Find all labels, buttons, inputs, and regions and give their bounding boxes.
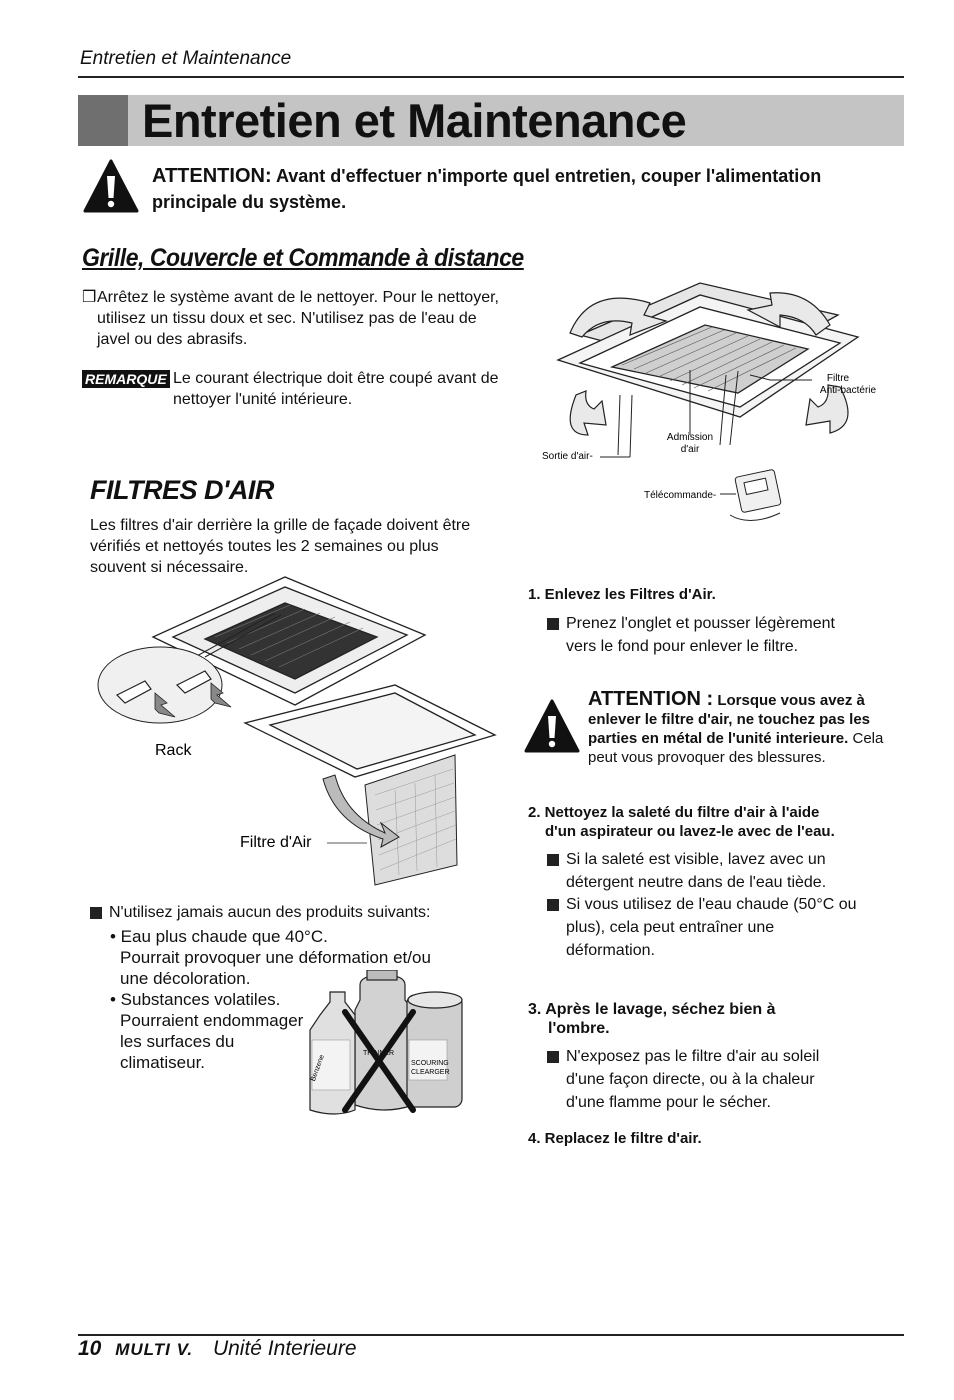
brand-logo: MULTI V. xyxy=(115,1340,194,1359)
square-bullet-icon xyxy=(547,854,559,866)
label-filtre-air: Filtre d'Air xyxy=(240,834,312,851)
square-bullet-icon xyxy=(547,618,559,630)
step-1-bullet-text: Prenez l'onglet et pousser légèrement ve… xyxy=(566,615,835,655)
remarque-badge: REMARQUE xyxy=(82,370,170,388)
page-footer: 10 MULTI V. Unité Interieure xyxy=(78,1337,357,1361)
label-rack: Rack xyxy=(155,742,192,759)
remarque-text: Le courant électrique doit être coupé av… xyxy=(173,370,499,408)
footer-label: Unité Interieure xyxy=(212,1337,357,1360)
square-bullet-icon xyxy=(547,899,559,911)
bottle-label-clearger: CLEARGER xyxy=(411,1069,450,1076)
attention-2-bold: Lorsque vous avez à enlever le filtre d'… xyxy=(588,692,871,747)
square-bullet-icon xyxy=(547,1051,559,1063)
label-admission: Admission xyxy=(667,432,713,443)
step-3-bullet-text: N'exposez pas le filtre d'air au soleil … xyxy=(566,1048,820,1111)
title-band xyxy=(78,95,904,146)
page-title: Entretien et Maintenance xyxy=(142,94,687,147)
step-2-title-line2: d'un aspirateur ou lavez-le avec de l'ea… xyxy=(545,823,835,840)
step-2-bullet-2-text: Si vous utilisez de l'eau chaude (50°C o… xyxy=(566,896,857,959)
label-telecommande: Télécommande- xyxy=(644,490,716,501)
grille-paragraph: ❒ Arrêtez le système avant de le nettoye… xyxy=(82,287,512,350)
filtres-paragraph: Les filtres d'air derrière la grille de … xyxy=(90,517,471,576)
step-3-title: 3. Après le lavage, séchez bien à l'ombr… xyxy=(528,1000,858,1038)
attention-notice-filter: ATTENTION : Lorsque vous avez à enlever … xyxy=(588,688,888,767)
attention-text: Avant d'effectuer n'importe quel entreti… xyxy=(152,166,822,212)
attention-notice: ATTENTION: Avant d'effectuer n'importe q… xyxy=(152,163,852,215)
attention-2-normal: Cela peut vous provoquer des blessures. xyxy=(588,730,884,766)
step-2-title: 2. Nettoyez la saleté du filtre d'air à … xyxy=(528,803,888,841)
prohibited-cross-icon xyxy=(342,1009,416,1113)
attention-2-lead: ATTENTION : xyxy=(588,688,714,710)
filter-removal-illustration: Rack Filtre d'Air xyxy=(97,576,497,886)
step-3-bullet: N'exposez pas le filtre d'air au soleil … xyxy=(547,1045,847,1114)
step-4-title: 4. Replacez le filtre d'air. xyxy=(528,1130,702,1147)
never-use-item-2: • Substances volatiles. Pourraient endom… xyxy=(110,990,304,1072)
bottle-label-scouring: SCOURING xyxy=(411,1060,449,1067)
warning-icon xyxy=(83,159,139,213)
label-filtre: Filtre xyxy=(827,373,850,384)
chemical-bottles-illustration: Benzene THINNER SCOURING CLEARGER xyxy=(309,970,463,1115)
never-use-item-1-line2: Pourrait provoquer une déformation et/ou… xyxy=(120,948,431,988)
grille-paragraph-text: Arrêtez le système avant de le nettoyer.… xyxy=(97,289,499,348)
step-3-title-line1: 3. Après le lavage, séchez bien à xyxy=(528,1001,776,1018)
step-2-bullet-1-text: Si la saleté est visible, lavez avec un … xyxy=(566,851,827,891)
bottle-label-thinner: THINNER xyxy=(363,1050,394,1057)
indoor-unit-illustration: Filtre Anti-bactérie Admission d'air Sor… xyxy=(542,282,877,521)
never-use-item-1-line1: • Eau plus chaude que 40°C. xyxy=(110,927,328,946)
step-2-bullet-1: Si la saleté est visible, lavez avec un … xyxy=(547,848,847,894)
step-1-bullet: Prenez l'onglet et pousser légèrement ve… xyxy=(547,612,847,658)
never-use-intro: N'utilisez jamais aucun des produits sui… xyxy=(90,901,490,924)
footer-rule xyxy=(78,1334,904,1336)
header-rule xyxy=(78,76,904,78)
title-band-accent xyxy=(78,95,128,146)
step-3-title-line2: l'ombre. xyxy=(548,1020,610,1037)
label-sortie-air: Sortie d'air- xyxy=(542,451,593,462)
checkbox-bullet-icon: ❒ xyxy=(82,289,97,306)
running-header: Entretien et Maintenance xyxy=(80,48,292,69)
never-use-intro-text: N'utilisez jamais aucun des produits sui… xyxy=(109,904,431,921)
section-heading-filtres: FILTRES D'AIR xyxy=(90,475,274,505)
label-anti-bacterie: Anti-bactérie xyxy=(820,385,877,396)
label-admission-air: d'air xyxy=(681,444,700,455)
page-number: 10 xyxy=(78,1337,102,1360)
warning-icon xyxy=(524,699,580,753)
step-1-title: 1. Enlevez les Filtres d'Air. xyxy=(528,586,716,603)
step-2-title-line1: 2. Nettoyez la saleté du filtre d'air à … xyxy=(528,804,820,821)
attention-lead: ATTENTION: xyxy=(152,165,272,187)
step-2-bullet-2: Si vous utilisez de l'eau chaude (50°C o… xyxy=(547,893,867,962)
section-heading-grille: Grille, Couvercle et Commande à distance xyxy=(82,244,524,272)
square-bullet-icon xyxy=(90,907,102,919)
never-use-item-1: • Eau plus chaude que 40°C. Pourrait pro… xyxy=(110,926,460,989)
